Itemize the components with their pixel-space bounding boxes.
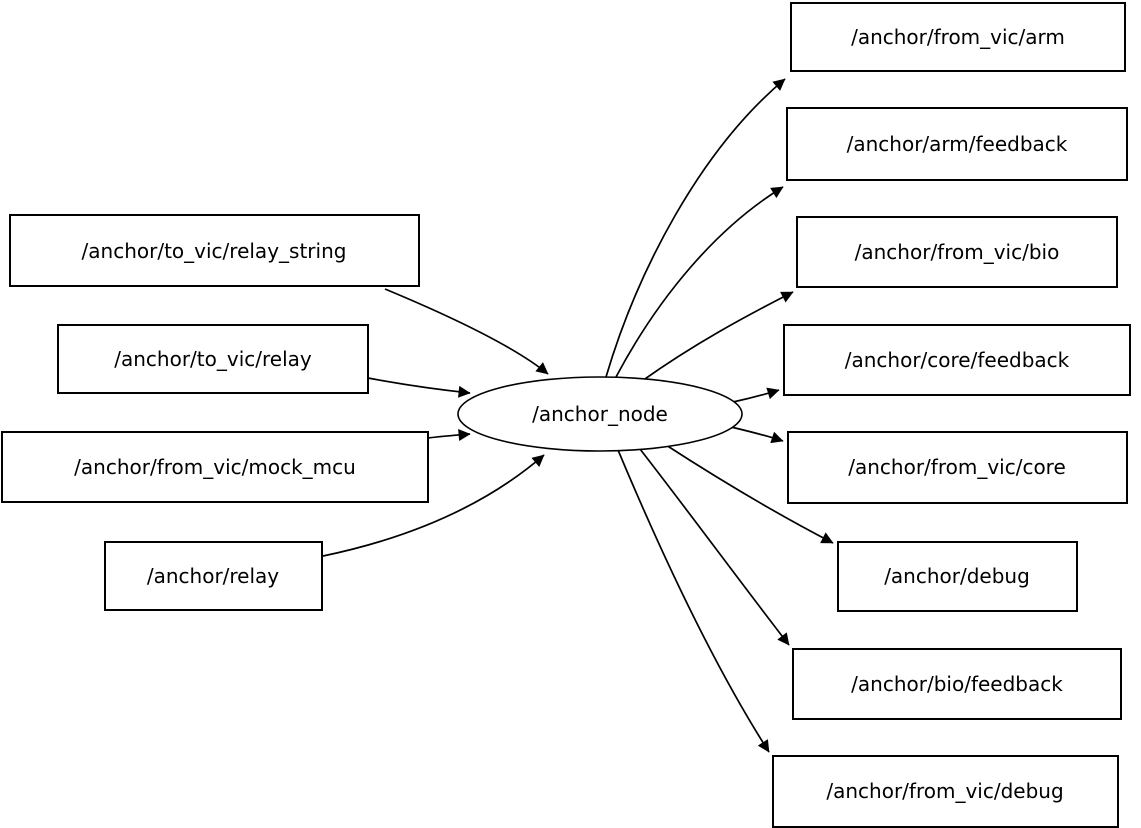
node-ellipse	[457, 376, 743, 452]
edge-to-vic-relay-to-node	[367, 377, 471, 398]
edge-node-to-from-vic-bio	[641, 291, 794, 382]
topic-node-to-vic-relay-string: /anchor/to_vic/relay_string	[9, 214, 420, 287]
topic-label: /anchor/bio/feedback	[851, 672, 1063, 696]
topic-label: /anchor/relay	[147, 564, 279, 588]
topic-label: /anchor/from_vic/mock_mcu	[74, 455, 356, 479]
center-node-anchor-node: /anchor_node	[457, 376, 743, 452]
topic-label: /anchor/to_vic/relay	[114, 347, 312, 371]
edge-node-to-bio-feedback	[639, 448, 790, 646]
topic-label: /anchor/from_vic/arm	[851, 25, 1065, 49]
edge-node-to-from-vic-core	[730, 426, 784, 444]
edge-from-vic-mock-mcu-to-node	[427, 429, 471, 442]
topic-label: /anchor/arm/feedback	[847, 132, 1068, 156]
topic-node-from-vic-arm: /anchor/from_vic/arm	[790, 2, 1126, 72]
topic-node-debug: /anchor/debug	[837, 541, 1078, 612]
topic-label: /anchor/from_vic/core	[848, 455, 1066, 479]
topic-label: /anchor/debug	[884, 564, 1030, 588]
topic-node-to-vic-relay: /anchor/to_vic/relay	[57, 324, 369, 394]
topic-box	[9, 214, 420, 287]
topic-box	[792, 648, 1122, 720]
edge-relay-to-node	[322, 454, 545, 557]
edge-to-vic-relay-string-to-node	[384, 288, 549, 375]
edge-node-to-from-vic-debug	[617, 449, 770, 753]
topic-node-relay: /anchor/relay	[104, 541, 323, 611]
edge-node-to-debug	[665, 444, 834, 544]
topic-box	[837, 541, 1078, 612]
topic-box	[783, 324, 1131, 396]
topic-node-from-vic-core: /anchor/from_vic/core	[787, 431, 1128, 504]
topic-box	[787, 431, 1128, 504]
edge-node-to-arm-feedback	[615, 186, 784, 378]
topic-node-from-vic-bio: /anchor/from_vic/bio	[796, 216, 1118, 288]
topic-node-from-vic-mock-mcu: /anchor/from_vic/mock_mcu	[1, 431, 429, 503]
edge-node-to-core-feedback	[732, 387, 780, 403]
topic-box	[772, 755, 1119, 828]
topic-label: /anchor/from_vic/bio	[855, 240, 1060, 264]
topic-node-from-vic-debug: /anchor/from_vic/debug	[772, 755, 1119, 828]
topic-box	[1, 431, 429, 503]
topic-box	[104, 541, 323, 611]
topic-node-core-feedback: /anchor/core/feedback	[783, 324, 1131, 396]
topic-box	[796, 216, 1118, 288]
edge-node-to-from-vic-arm	[605, 78, 786, 378]
topic-label: /anchor/from_vic/debug	[826, 779, 1063, 803]
topic-box	[786, 107, 1128, 181]
topic-label: /anchor/to_vic/relay_string	[82, 239, 347, 263]
topic-label: /anchor/core/feedback	[845, 348, 1070, 372]
topic-node-bio-feedback: /anchor/bio/feedback	[792, 648, 1122, 720]
topic-box	[790, 2, 1126, 72]
topic-node-arm-feedback: /anchor/arm/feedback	[786, 107, 1128, 181]
edge-group	[322, 78, 834, 753]
node-label: /anchor_node	[532, 402, 668, 426]
topic-box	[57, 324, 369, 394]
